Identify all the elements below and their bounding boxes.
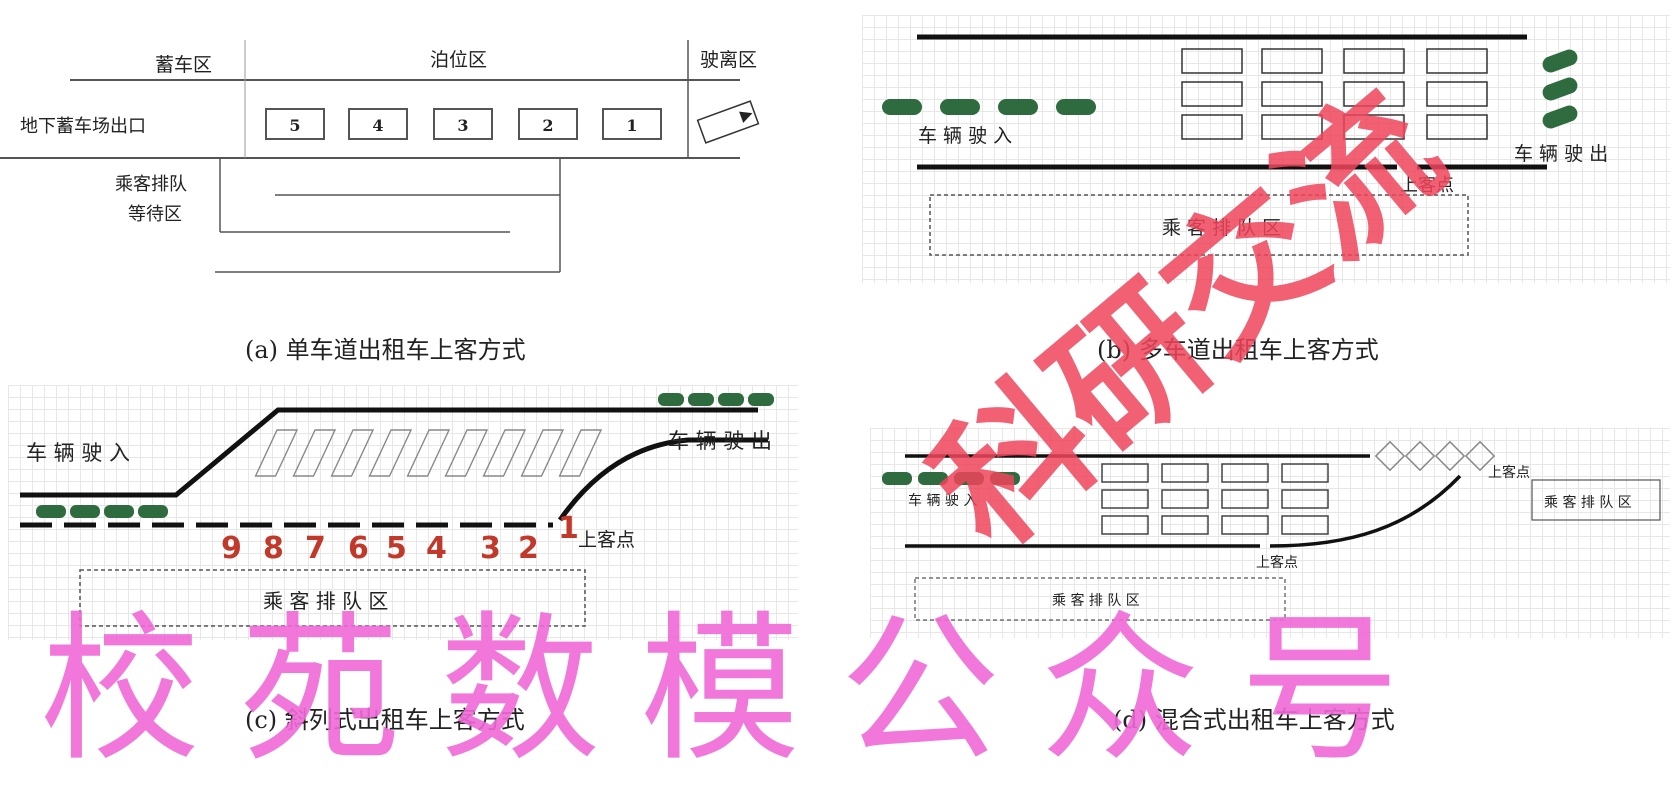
vehicle-exit-label: 车 辆 驶 出 [1514,143,1609,165]
queue-area-label: 乘 客 排 队 区 [263,589,389,613]
panel-c-lines [20,393,774,627]
car-icons-queue [36,505,168,518]
parking-grid [1181,48,1488,140]
car-icons-entering [882,99,1096,115]
panel-d-mixed: 车 辆 驶 入 上客点 上客点 乘 客 排 队 区 乘 客 排 队 区 [870,428,1670,638]
berth-slot: 2 [518,108,578,140]
panel-a-single-lane: 蓄车区 泊位区 驶离区 地下蓄车场出口 乘客排队 等待区 5 4 3 2 1 [0,0,800,300]
pickup-point-label-2: 上客点 [1488,465,1530,481]
zone-storage-label: 蓄车区 [155,54,213,76]
parking-grid [1101,463,1329,535]
pickup-point-label: 上客点 [578,529,636,551]
vehicle-enter-label: 车 辆 驶 入 [918,125,1013,147]
berth-slot: 4 [348,108,408,140]
position-number: 5 [386,531,407,566]
panel-a-lines [0,40,760,273]
queue-area-label: 乘 客 排 队 区 [1162,217,1282,239]
berth-slot: 3 [433,108,493,140]
position-number: 7 [305,531,326,566]
panel-b-lines [882,34,1578,256]
queue-area-label-2: 等待区 [128,204,182,225]
car-icons-entering [882,472,1020,485]
position-number: 2 [518,531,539,566]
position-number: 1 [558,511,579,546]
zone-berth-label: 泊位区 [430,49,488,71]
caption-c: (c) 斜列式出租车上客方式 [245,706,525,734]
caption-a: (a) 单车道出租车上客方式 [245,336,526,364]
panel-b-multi-lane: 车 辆 驶 入 车 辆 驶 出 上客点 乘 客 排 队 区 [862,15,1670,283]
position-number: 8 [263,531,284,566]
vehicle-enter-label: 车 辆 驶 入 [26,441,131,465]
vehicle-exit-label: 车 辆 驶 出 [668,429,773,453]
pickup-point-label: 上客点 [1400,175,1454,196]
caption-d: (d) 混合式出租车上客方式 [1113,706,1395,734]
queue-area-label-1: 乘客排队 [115,174,187,195]
diagonal-parking-slots [254,429,603,477]
vehicle-enter-label: 车 辆 驶 入 [908,493,978,509]
car-icons-exiting [1542,49,1578,129]
garage-exit-label: 地下蓄车场出口 [20,116,146,137]
position-number: 6 [348,531,369,566]
watermark-text: 校苑数模公众号 [40,596,1441,783]
zone-exit-label: 驶离区 [700,49,758,71]
caption-b: (b) 多车道出租车上客方式 [1097,336,1379,364]
queue-area-label-2: 乘 客 排 队 区 [1544,495,1632,511]
pickup-point-label-1: 上客点 [1256,555,1298,571]
position-number: 3 [480,531,501,566]
position-number: 4 [426,531,447,566]
berth-slot: 5 [265,108,325,140]
position-number: 9 [221,531,242,566]
panel-d-lines [882,440,1661,621]
queue-area-label-1: 乘 客 排 队 区 [1052,593,1140,609]
diagonal-parking-slots [1374,440,1496,472]
berth-slot: 1 [602,108,662,140]
panel-c-diagonal: 车 辆 驶 入 车 辆 驶 出 上客点 乘 客 排 队 区 9 8 7 6 5 … [8,385,798,640]
car-icons-exiting [658,393,774,406]
exiting-car-icon [696,100,760,144]
